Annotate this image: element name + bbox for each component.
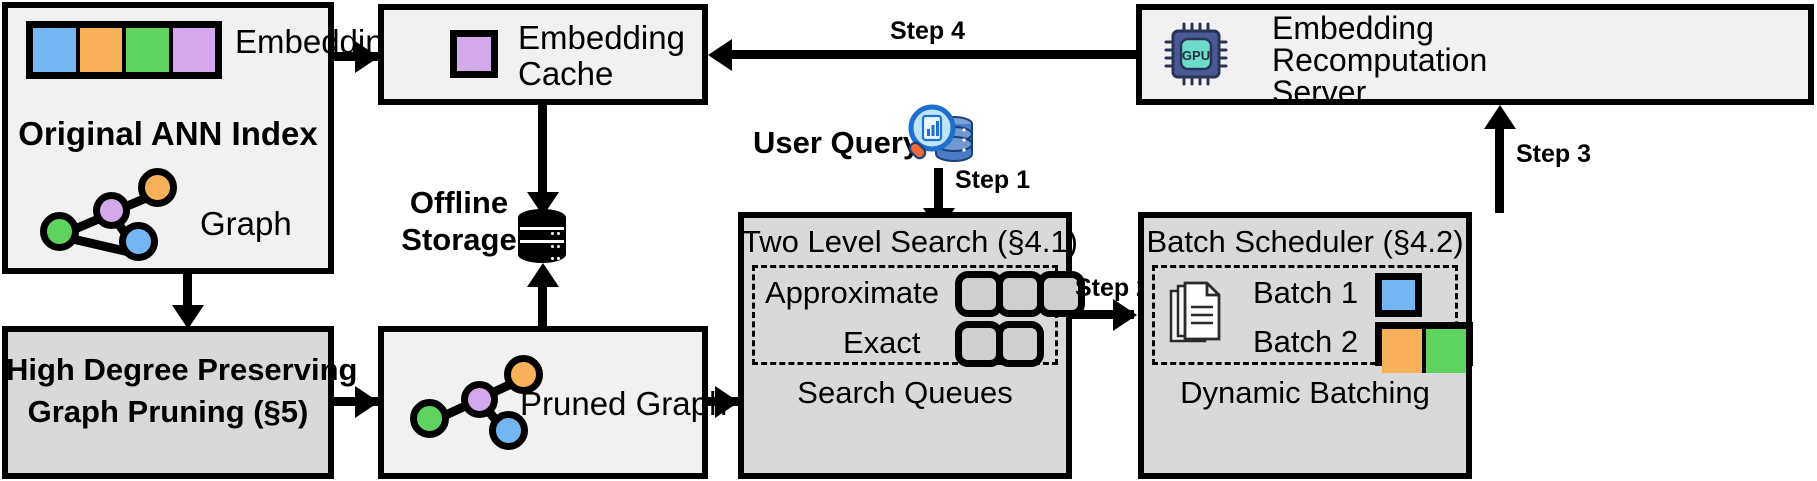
batch-scheduler-title: Batch Scheduler (§4.2) (1146, 224, 1464, 259)
step-1-label: Step 1 (955, 166, 1031, 194)
graph-pruning-line1: High Degree Preserving (6, 352, 358, 387)
embedding-cell-orange (79, 28, 126, 72)
step-4-label: Step 4 (890, 17, 966, 45)
embedding-cache-box (378, 4, 708, 105)
offline-storage-db-icon (518, 209, 566, 263)
embedding-cache-line2: Cache (518, 55, 614, 92)
arrow-cache-to-storage-shaft (538, 105, 547, 200)
embedding-strip (26, 21, 222, 79)
search-queues-footer: Search Queues (797, 375, 1013, 410)
arrow-step4-shaft (730, 50, 1138, 59)
db-dot (557, 257, 560, 260)
arrow-pruned-to-storage-head (527, 263, 559, 287)
svg-text:GPU: GPU (1182, 48, 1210, 63)
graph-node-blue (119, 222, 158, 261)
graph-node-purple (461, 381, 498, 418)
user-query-icon (908, 104, 973, 162)
db-dot (551, 245, 554, 248)
batch-2-chip-orange (1382, 329, 1426, 373)
recomputation-server-box (1136, 4, 1814, 105)
graph-pruning-line2: Graph Pruning (§5) (27, 394, 309, 429)
approximate-queue-slot (1037, 271, 1085, 317)
db-dot (551, 232, 554, 235)
offline-storage-label-line1: Offline (409, 185, 509, 220)
original-ann-index-title: Original ANN Index (18, 115, 318, 152)
batch-1-label: Batch 1 (1253, 275, 1359, 310)
graph-node-orange (504, 355, 543, 394)
db-top-ellipse (518, 209, 566, 226)
db-bottom-ellipse (518, 246, 566, 263)
graph-pruning-box (2, 326, 334, 479)
embedding-cache-chip (450, 30, 498, 78)
recomputation-server-line2: Recomputation (1272, 42, 1488, 78)
recomputation-server-line3: Server (1272, 74, 1367, 110)
batch-2-chip-strip (1375, 322, 1473, 373)
db-separator (520, 240, 564, 243)
batch-scheduler-box (1138, 212, 1472, 479)
step-3-label: Step 3 (1516, 140, 1592, 168)
arrow-index-to-cache-head (355, 41, 379, 73)
embedding-cell-blue (33, 28, 80, 72)
db-dot (551, 257, 554, 260)
gpu-icon: GPU (1164, 22, 1228, 86)
arrow-step3-head (1484, 105, 1516, 129)
pruned-graph-glyph (406, 355, 556, 450)
arrow-step1-shaft (934, 168, 943, 216)
arrow-index-to-pruning-head (172, 305, 204, 329)
db-separator (520, 227, 564, 230)
arrow-step2-shaft (1072, 310, 1134, 319)
arrow-step3-shaft (1495, 125, 1504, 213)
arrow-step2-head (1113, 299, 1137, 331)
user-query-label: User Query (753, 125, 921, 160)
batch-1-chip-blue (1375, 273, 1422, 317)
db-dot (557, 245, 560, 248)
arrow-pruned-to-search-head (715, 386, 739, 418)
dynamic-batching-dashed-region (1152, 265, 1458, 365)
embedding-cell-purple (172, 28, 215, 72)
graph-node-green (40, 212, 79, 251)
arrow-pruning-to-pruned-head (355, 386, 379, 418)
documents-icon (1169, 281, 1221, 343)
approximate-row-label: Approximate (765, 275, 940, 310)
graph-node-orange (138, 168, 177, 207)
batch-2-label: Batch 2 (1253, 324, 1359, 359)
graph-node-green (410, 399, 449, 438)
exact-queue-slot (996, 321, 1044, 367)
graph-node-purple (93, 192, 130, 229)
arrow-index-to-pruning-shaft (183, 274, 192, 312)
graph-label: Graph (200, 205, 292, 242)
embedding-cell-green (126, 28, 173, 72)
original-graph-glyph (40, 168, 190, 261)
recomputation-server-line1: Embedding (1272, 10, 1434, 46)
arrow-pruned-to-storage-shaft (538, 280, 547, 328)
embedding-cache-line1: Embedding (518, 19, 685, 56)
exact-row-label: Exact (843, 325, 921, 360)
db-dot (557, 232, 560, 235)
dynamic-batching-footer: Dynamic Batching (1180, 375, 1430, 410)
graph-node-blue (489, 411, 528, 450)
batch-2-chip-green (1426, 329, 1466, 373)
offline-storage-label-line2: Storage (401, 222, 517, 257)
pruned-graph-label: Pruned Graph (520, 385, 728, 422)
two-level-search-title: Two Level Search (§4.1) (742, 224, 1079, 259)
arrow-step4-head (708, 39, 732, 71)
